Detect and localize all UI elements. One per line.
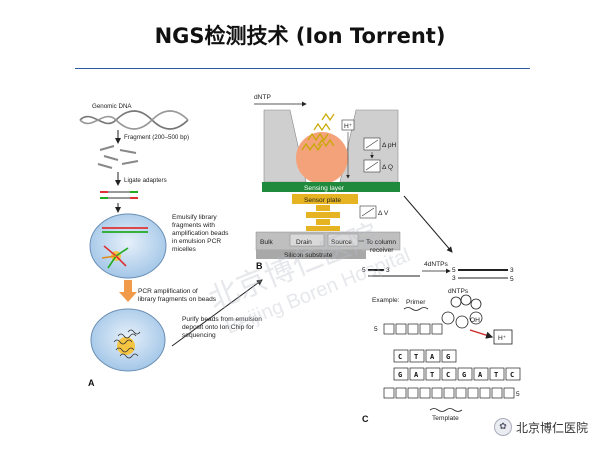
- label-dntps: dNTPs: [448, 288, 469, 295]
- base-bottom-5: G: [462, 371, 466, 379]
- base-top-4: G: [446, 353, 450, 361]
- label-delta-q: Δ Q: [382, 164, 393, 171]
- label-4dntps: 4dNTPs: [424, 261, 449, 268]
- label-emulsify-3: amplification beads: [172, 230, 229, 237]
- label-emulsify-4: in emulsion PCR: [172, 238, 221, 245]
- sequencing-bead: [296, 132, 348, 184]
- wechat-brand-icon: ✿: [493, 418, 512, 436]
- c-3a: 3: [386, 267, 390, 274]
- c-5c: 5: [510, 276, 514, 283]
- base-bottom-8: C: [510, 371, 514, 379]
- base-bottom-4: C: [446, 371, 450, 379]
- label-silicon: Silicon substrate: [284, 252, 333, 259]
- panel-c-letter: C: [362, 414, 369, 424]
- label-drain: Drain: [296, 239, 312, 246]
- footer-brand-text: 北京博仁医院: [515, 420, 588, 435]
- label-bulk: Bulk: [260, 239, 274, 246]
- label-delta-ph: Δ pH: [382, 142, 397, 149]
- c-5a: 5: [362, 267, 366, 274]
- label-dntp: dNTP: [254, 94, 271, 101]
- c-3b: 3: [510, 267, 514, 274]
- down-arrow-icon: [119, 280, 137, 302]
- dna-fragments-icon: [97, 145, 139, 169]
- label-example: Example:: [372, 297, 400, 304]
- label-to-column-1: To column: [366, 239, 396, 246]
- base-bottom-7: T: [494, 371, 498, 379]
- slide-title: NGS检测技术 (Ion Torrent): [154, 24, 446, 48]
- primer-backbone: [383, 323, 443, 335]
- label-purify-3: sequencing: [182, 332, 216, 339]
- panel-a-letter: A: [88, 378, 95, 388]
- label-sensing-layer: Sensing layer: [304, 185, 345, 192]
- label-emulsify-5: micelles: [172, 246, 197, 253]
- label-purify-1: Purify beads from emulsion: [182, 316, 262, 323]
- label-to-column-2: receiver: [370, 247, 394, 254]
- arrow-to-chip: [171, 279, 263, 347]
- panel-c: 5 3 4dNTPs 5 3 3 5 Example: Primer dNTPs…: [362, 261, 521, 424]
- label-genomic-dna: Genomic DNA: [92, 103, 132, 110]
- label-emulsify-2: fragments with: [172, 222, 215, 229]
- label-source: Source: [331, 239, 352, 246]
- arrow-to-panel-c: [403, 195, 453, 253]
- panel-b-letter: B: [256, 261, 263, 271]
- label-pcr-2: library fragments on beads: [138, 296, 217, 303]
- label-delta-v: Δ V: [378, 210, 389, 217]
- base-top-3: A: [430, 353, 435, 361]
- title-divider: [75, 68, 530, 69]
- dna-helix-icon: [79, 110, 189, 130]
- base-top-2: T: [414, 353, 418, 361]
- sensing-layer: [262, 182, 400, 192]
- label-oh: OH: [470, 317, 480, 324]
- c-5d: 5: [374, 326, 378, 333]
- label-h-plus-c: H⁺: [498, 335, 507, 342]
- emulsion-micelle: [89, 213, 167, 279]
- label-sensor-plate: Sensor plate: [304, 197, 341, 204]
- template-backbone: [383, 387, 515, 399]
- base-bottom-6: A: [478, 371, 483, 379]
- panel-a: Genomic DNA Fragment (200–500 bp) Ligate…: [79, 103, 263, 388]
- label-fragment: Fragment (200–500 bp): [124, 134, 189, 141]
- label-pcr-1: PCR amplification of: [138, 288, 198, 295]
- adapter-fragments-icon: [100, 191, 138, 199]
- c-3c: 3: [452, 275, 456, 282]
- amplified-bead: [90, 308, 166, 372]
- label-emulsify-1: Emulsify library: [172, 214, 217, 221]
- base-bottom-3: T: [430, 371, 434, 379]
- label-purify-2: deposit onto Ion Chip for: [182, 324, 255, 331]
- dntp-strands: [301, 112, 335, 152]
- label-h-plus-b: H⁺: [344, 123, 353, 130]
- base-bottom-2: A: [414, 371, 419, 379]
- dntp-molecules: [441, 294, 483, 329]
- label-template: Template: [432, 415, 459, 422]
- label-ligate: Ligate adapters: [124, 177, 167, 184]
- base-bottom-1: G: [398, 371, 402, 379]
- silicon-substrate: [256, 250, 366, 259]
- footer-brand: ✿ 北京博仁医院: [493, 418, 588, 436]
- c-5b: 5: [452, 267, 456, 274]
- base-top-1: C: [398, 353, 402, 361]
- label-primer: Primer: [406, 299, 426, 306]
- c-5e: 5: [516, 391, 520, 398]
- sensor-plate: [292, 194, 358, 204]
- panel-b: dNTP H⁺ Δ pH Δ Q Sensing layer Sensor pl…: [254, 94, 453, 271]
